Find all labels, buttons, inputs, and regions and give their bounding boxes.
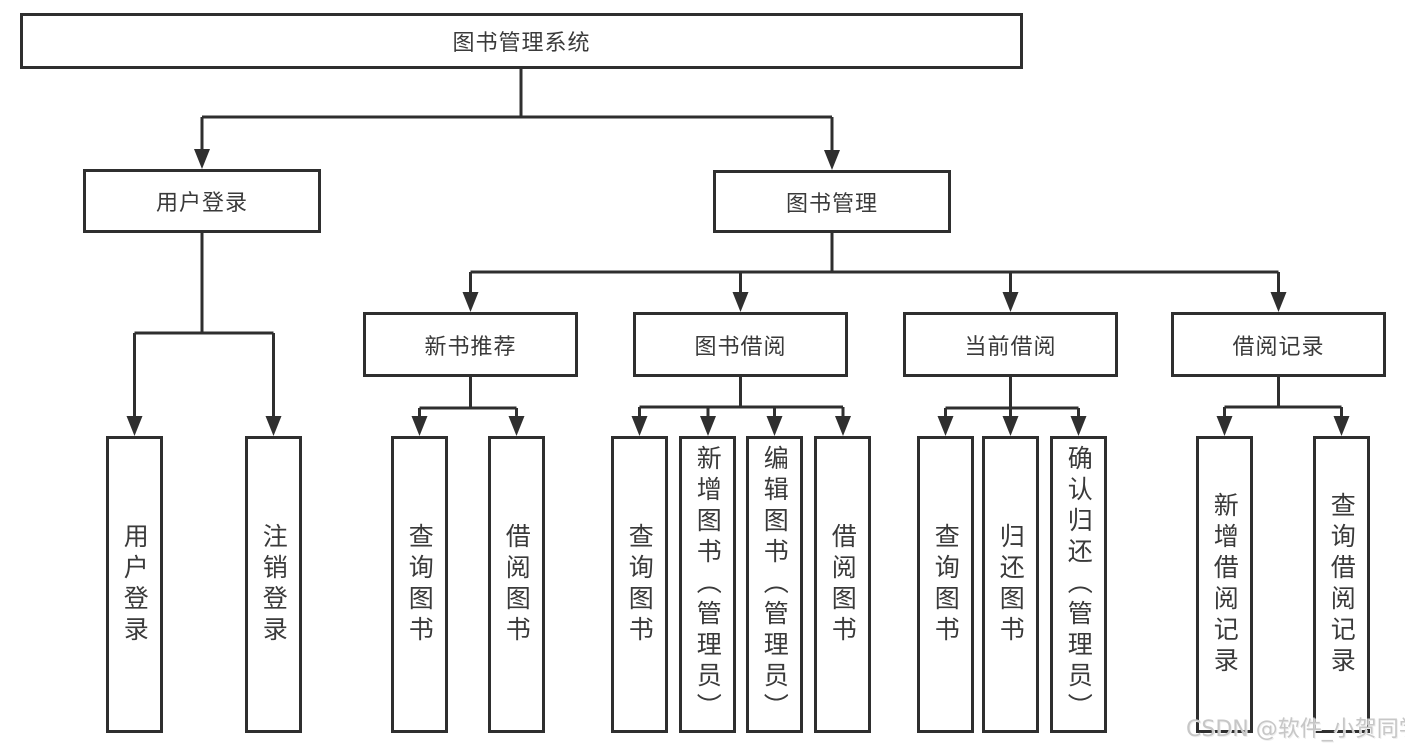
leaf-logout: 注销登录 bbox=[245, 436, 302, 733]
node-label: 用户登录 bbox=[155, 191, 248, 216]
node-label: 查询借阅记录 bbox=[1327, 491, 1357, 678]
leaf-add-books-admin: 新增图书（管理员） bbox=[679, 436, 736, 733]
node-label: 借阅图书 bbox=[828, 522, 858, 647]
node-label: 新增借阅记录 bbox=[1210, 491, 1240, 678]
leaf-query-books: 查询图书 bbox=[391, 436, 448, 733]
node-book-borrowing: 图书借阅 bbox=[633, 312, 848, 377]
node-label: 归还图书 bbox=[996, 522, 1026, 647]
node-library-management-system: 图书管理系统 bbox=[20, 13, 1023, 69]
node-label: 图书管理系统 bbox=[452, 31, 591, 56]
node-borrowing-records: 借阅记录 bbox=[1171, 312, 1386, 377]
leaf-user-login: 用户登录 bbox=[106, 436, 163, 733]
leaf-add-borrow-record: 新增借阅记录 bbox=[1196, 436, 1253, 733]
node-label: 编辑图书（管理员） bbox=[760, 445, 790, 724]
node-label: 注销登录 bbox=[259, 522, 289, 647]
leaf-borrow-books: 借阅图书 bbox=[488, 436, 545, 733]
node-label: 用户登录 bbox=[120, 522, 150, 647]
node-label: 借阅图书 bbox=[502, 522, 532, 647]
leaf-return-books: 归还图书 bbox=[982, 436, 1039, 733]
node-label: 图书借阅 bbox=[694, 334, 787, 360]
leaf-query-books: 查询图书 bbox=[917, 436, 974, 733]
csdn-watermark: CSDN @软件_小贺同学 bbox=[1186, 717, 1405, 742]
node-label: 当前借阅 bbox=[964, 334, 1057, 360]
node-user-login: 用户登录 bbox=[83, 169, 321, 233]
node-label: 借阅记录 bbox=[1232, 334, 1325, 360]
node-label: 新书推荐 bbox=[424, 334, 517, 360]
node-label: 查询图书 bbox=[625, 522, 655, 647]
node-label: 查询图书 bbox=[931, 522, 961, 647]
node-label: 查询图书 bbox=[405, 522, 435, 647]
leaf-borrow-books: 借阅图书 bbox=[814, 436, 871, 733]
leaf-query-borrow-record: 查询借阅记录 bbox=[1313, 436, 1370, 733]
node-new-book-recommendation: 新书推荐 bbox=[363, 312, 578, 377]
arrow-heads bbox=[126, 149, 1350, 436]
node-label: 新增图书（管理员） bbox=[693, 445, 723, 724]
tree-edges bbox=[133, 69, 1343, 418]
node-label: 图书管理 bbox=[785, 191, 878, 217]
leaf-edit-books-admin: 编辑图书（管理员） bbox=[746, 436, 803, 733]
leaf-confirm-return-admin: 确认归还（管理员） bbox=[1050, 436, 1107, 733]
node-current-borrowing: 当前借阅 bbox=[903, 312, 1118, 377]
node-book-management: 图书管理 bbox=[713, 170, 951, 233]
node-label: 确认归还（管理员） bbox=[1064, 445, 1094, 724]
leaf-query-books: 查询图书 bbox=[611, 436, 668, 733]
